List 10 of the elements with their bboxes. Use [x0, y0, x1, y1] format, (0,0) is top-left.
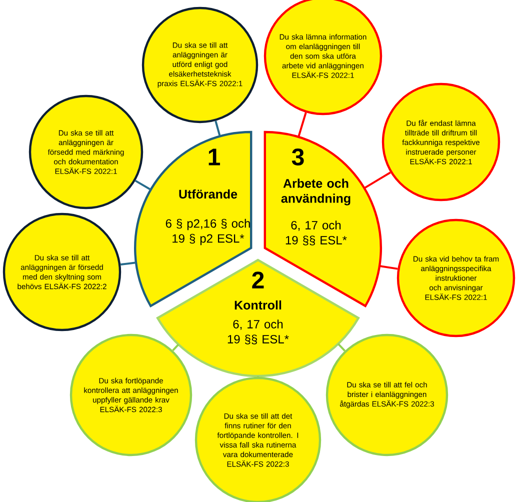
connector-line — [338, 343, 346, 352]
connector-line — [134, 180, 152, 190]
connector-line — [172, 344, 180, 352]
connector-line — [298, 112, 307, 138]
connector-line — [120, 262, 136, 266]
connector-line — [364, 172, 391, 189]
connector-line — [214, 120, 221, 136]
connector-line — [380, 265, 398, 270]
connector-line — [257, 376, 259, 377]
sector: 2 Kontroll 6, 17 och 19 §§ ESL* — [156, 258, 360, 378]
